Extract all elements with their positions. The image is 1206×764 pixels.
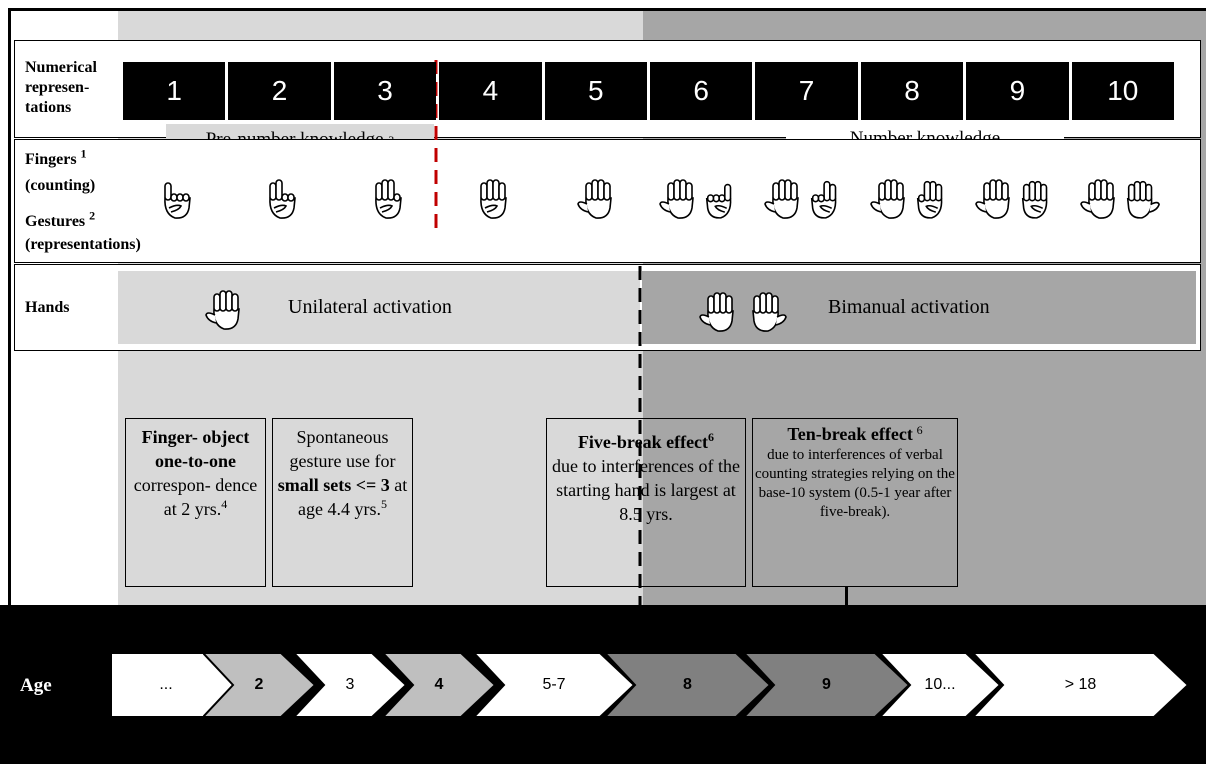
age-chevron-3 xyxy=(383,653,495,717)
age-label: Age xyxy=(20,675,52,696)
age-chevron-label: 8 xyxy=(683,676,692,693)
gestures-label: Gestures 2 xyxy=(25,208,96,230)
five-break-box: Five-break effect6 due to interferences … xyxy=(546,418,746,587)
age-chevron-5 xyxy=(605,653,770,717)
age-chevron-0 xyxy=(111,653,241,717)
finger-object-box: Finger- object one-to-one correspon- den… xyxy=(125,418,266,587)
number-cell-3: 3 xyxy=(333,62,437,120)
hand-count-2-icon xyxy=(257,172,303,222)
number-cell-7: 7 xyxy=(755,62,858,120)
hands-label: Hands xyxy=(25,299,70,316)
age-chevron-label: 5-7 xyxy=(542,676,566,693)
unilateral-band xyxy=(118,271,640,344)
number-cell-6: 6 xyxy=(650,62,753,120)
number-cell-4: 4 xyxy=(439,62,542,120)
counting-label: (counting) xyxy=(25,177,96,194)
unilateral-activation-label: Unilateral activation xyxy=(288,296,452,318)
hand-count-3-icon xyxy=(363,172,409,222)
age-chevron-label: > 18 xyxy=(1064,676,1097,693)
open-hand-icon xyxy=(200,283,250,333)
hand-count-7-icon xyxy=(763,172,859,222)
age-chevron-label: 9 xyxy=(822,676,831,693)
age-chevron-label: 2 xyxy=(254,676,264,693)
bimanual-band xyxy=(642,271,1196,344)
bimanual-activation-label: Bimanual activation xyxy=(828,296,990,318)
two-open-hands-icon xyxy=(696,283,800,335)
age-chevron-1 xyxy=(203,653,315,717)
number-cell-2: 2 xyxy=(228,62,331,120)
number-cell-5: 5 xyxy=(544,62,647,120)
number-cell-10: 10 xyxy=(1071,62,1174,120)
fingers-label: Fingers 1 xyxy=(25,146,87,168)
top-border xyxy=(10,8,1206,11)
spontaneous-gesture-box: Spontaneous gesture use for small sets <… xyxy=(272,418,413,587)
age-chevron-4 xyxy=(474,653,634,717)
numerical-label: Numerical represen- tations xyxy=(25,59,97,116)
five-break-line xyxy=(638,266,642,611)
hand-count-1-icon xyxy=(152,172,198,222)
number-cell-8: 8 xyxy=(860,62,964,120)
age-chevron-8 xyxy=(973,653,1188,717)
hand-count-5-icon xyxy=(573,172,619,222)
ten-break-tick xyxy=(845,587,848,605)
hand-count-4-icon xyxy=(468,172,514,222)
hand-count-8-icon xyxy=(869,172,965,222)
age-chevron-7 xyxy=(880,653,1000,717)
hand-count-6-icon xyxy=(658,172,754,222)
hand-count-9-icon xyxy=(974,172,1070,222)
hand-count-10-icon xyxy=(1079,172,1175,222)
age-chevron-label: 4 xyxy=(434,676,444,693)
number-cell-1: 1 xyxy=(123,62,226,120)
representations-label: (representations) xyxy=(25,236,141,253)
age-chevron-6 xyxy=(744,653,909,717)
number-cell-9: 9 xyxy=(966,62,1069,120)
age-chevron-label: 3 xyxy=(345,676,355,693)
age-chevron-label: ... xyxy=(159,676,173,693)
left-border xyxy=(8,8,11,764)
ten-break-box: Ten-break effect 6 due to interferences … xyxy=(752,418,958,587)
age-chevron-2 xyxy=(294,653,406,717)
age-chevron-label: 10... xyxy=(924,676,956,693)
